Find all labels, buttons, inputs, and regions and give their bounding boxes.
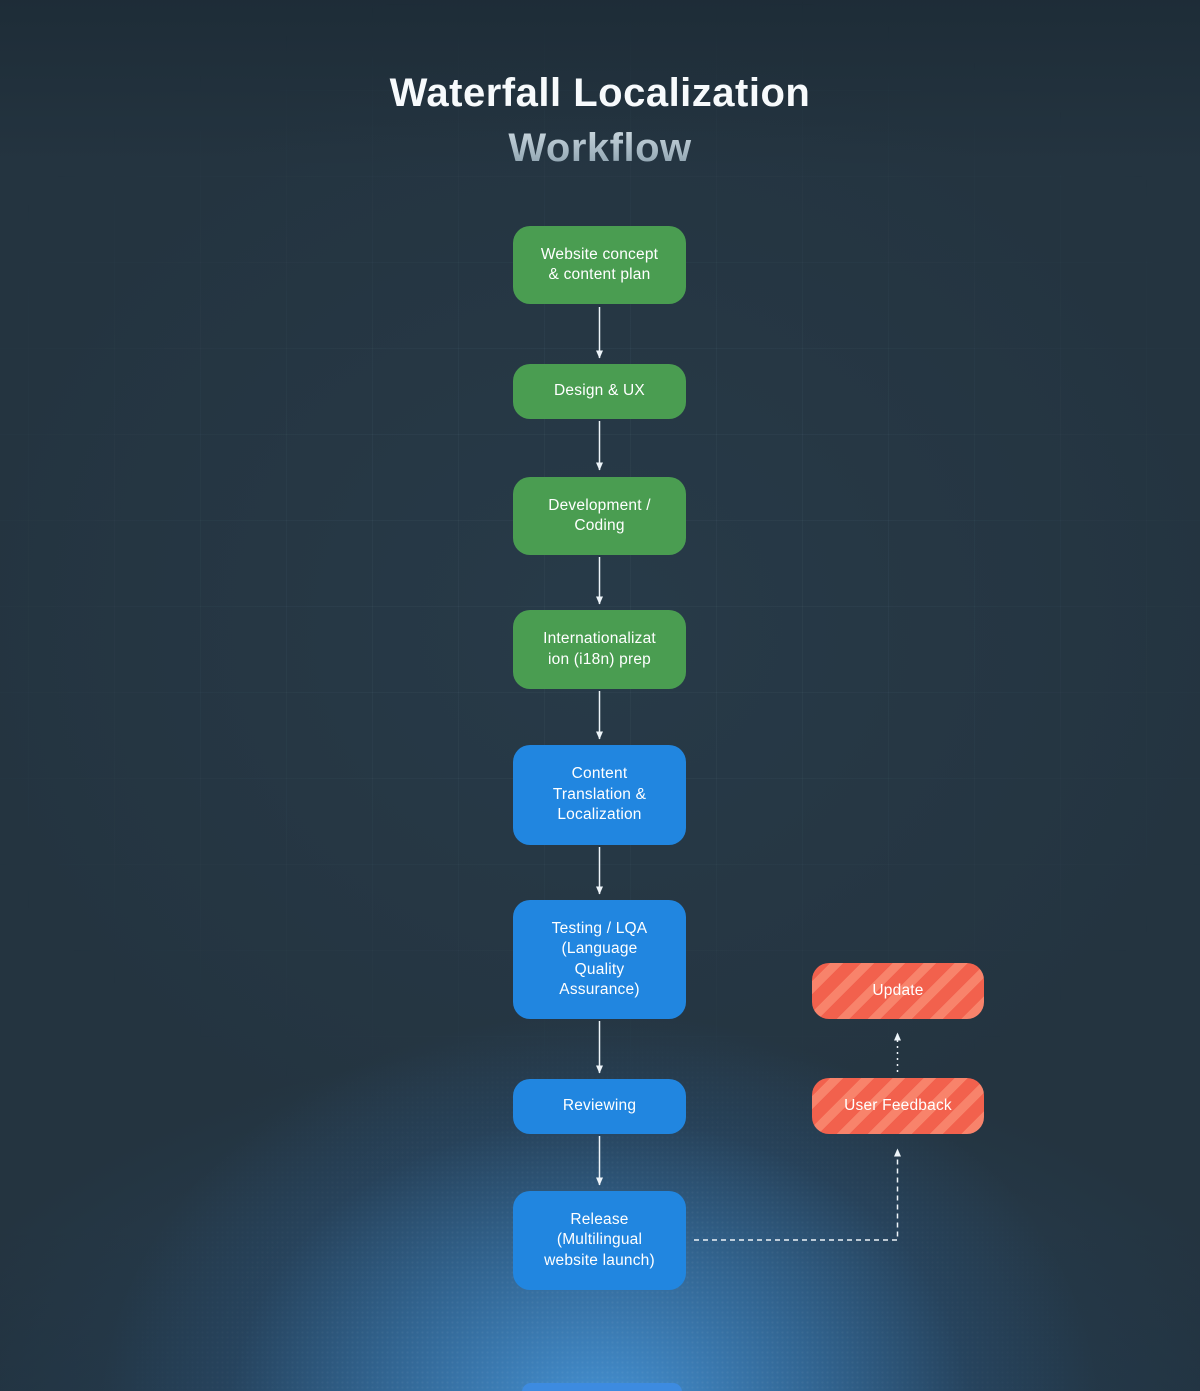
flow-node-release: Release (Multilingual website launch) bbox=[513, 1191, 686, 1290]
page-title-line1: Waterfall Localization bbox=[389, 71, 811, 115]
flow-node-user-feedback: User Feedback bbox=[812, 1078, 984, 1134]
partial-node-bottom-edge bbox=[522, 1383, 682, 1391]
flow-node-i18n-prep: Internationalizat ion (i18n) prep bbox=[513, 610, 686, 689]
page-title-line2: Workflow bbox=[0, 121, 1200, 176]
flow-node-design-ux: Design & UX bbox=[513, 364, 686, 419]
flow-node-testing-lqa: Testing / LQA (Language Quality Assuranc… bbox=[513, 900, 686, 1019]
flow-node-update: Update bbox=[812, 963, 984, 1019]
flow-node-content-translation: Content Translation & Localization bbox=[513, 745, 686, 845]
flow-node-website-concept: Website concept & content plan bbox=[513, 226, 686, 304]
flow-node-development-coding: Development / Coding bbox=[513, 477, 686, 555]
page-title: Waterfall Localization Workflow bbox=[0, 66, 1200, 176]
arrow-release-to-feedback bbox=[694, 1148, 901, 1241]
flow-node-reviewing: Reviewing bbox=[513, 1079, 686, 1134]
